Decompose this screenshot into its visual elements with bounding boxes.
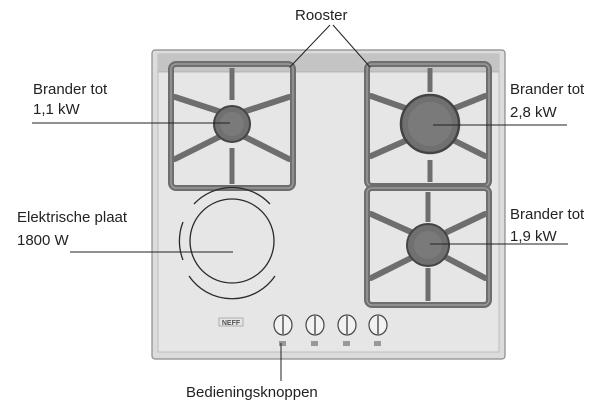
control-knob-4[interactable] [368, 314, 388, 346]
leader-rooster-right [332, 24, 371, 68]
grate-bottom-right [364, 185, 492, 308]
label-burner-medium-line2: 1,9 kW [510, 228, 557, 245]
brand-logo-text: NEFF [222, 320, 241, 327]
brand-logo [218, 317, 244, 327]
label-burner-small-line1: Brander tot [33, 81, 108, 98]
label-burner-large-line1: Brander tot [510, 81, 585, 98]
label-rooster: Rooster [295, 7, 348, 24]
leader-lines [32, 24, 568, 381]
label-burner-large-line2: 2,8 kW [510, 104, 557, 121]
label-electric-plate-line2: 1800 W [17, 232, 69, 249]
control-knob-2[interactable] [305, 314, 325, 346]
hob-back-strip [158, 54, 499, 72]
control-knob-1[interactable] [273, 314, 293, 346]
label-controls: Bedieningsknoppen [186, 384, 318, 401]
label-electric-plate-line1: Elektrische plaat [17, 209, 128, 226]
control-knob-3[interactable] [337, 314, 357, 346]
label-burner-small-line2: 1,1 kW [33, 101, 80, 118]
label-burner-medium-line1: Brander tot [510, 206, 585, 223]
electric-plate [178, 186, 276, 300]
leader-rooster-left [289, 24, 331, 68]
